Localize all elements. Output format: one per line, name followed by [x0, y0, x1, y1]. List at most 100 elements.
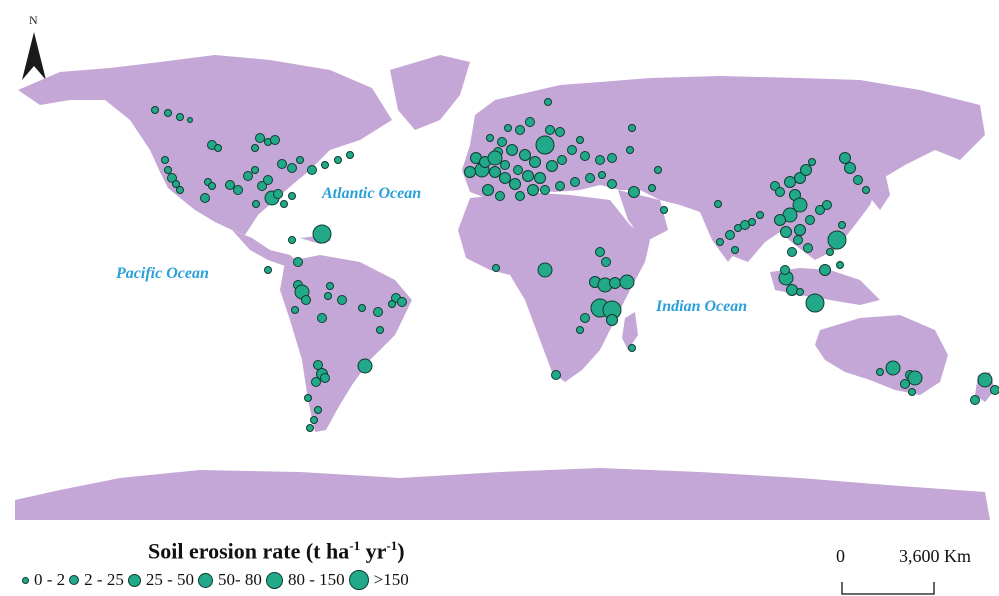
erosion-site-marker — [576, 136, 584, 144]
erosion-site-marker — [546, 160, 558, 172]
erosion-site-marker — [515, 125, 525, 135]
legend-item-0-2: 0 - 2 — [22, 570, 65, 590]
erosion-site-marker — [487, 150, 503, 166]
erosion-site-marker — [482, 184, 494, 196]
erosion-site-marker — [805, 293, 825, 313]
erosion-site-marker — [839, 152, 851, 164]
erosion-site-marker — [803, 243, 813, 253]
erosion-site-marker — [497, 137, 507, 147]
erosion-site-marker — [648, 184, 656, 192]
erosion-site-marker — [251, 144, 259, 152]
erosion-site-marker — [312, 224, 332, 244]
erosion-site-marker — [358, 304, 366, 312]
europe-asia — [462, 76, 985, 262]
erosion-site-marker — [255, 133, 265, 143]
erosion-site-marker — [264, 266, 272, 274]
erosion-site-marker — [388, 300, 396, 308]
erosion-site-marker — [513, 165, 523, 175]
legend-circle-icon — [265, 571, 283, 589]
erosion-site-marker — [862, 186, 870, 194]
erosion-site-marker — [288, 192, 296, 200]
erosion-site-marker — [900, 379, 910, 389]
erosion-site-marker — [544, 98, 552, 106]
legend-label: 50- 80 — [218, 570, 262, 589]
legend-item-50-80: 50- 80 — [198, 570, 262, 590]
erosion-site-marker — [731, 246, 739, 254]
erosion-site-marker — [555, 127, 565, 137]
erosion-site-marker — [876, 368, 884, 376]
erosion-site-marker — [187, 117, 193, 123]
central-america — [232, 230, 298, 266]
legend-title-exp2: -1 — [386, 538, 398, 553]
legend-title-mid: yr — [360, 538, 387, 564]
erosion-site-marker — [885, 360, 901, 376]
land-layer — [15, 55, 995, 520]
erosion-site-marker — [280, 200, 288, 208]
erosion-site-marker — [334, 156, 342, 164]
legend-label: 25 - 50 — [145, 570, 195, 589]
legend-item-150-plus: >150 — [348, 570, 409, 590]
legend-title-prefix: Soil erosion rate (t ha — [148, 538, 350, 564]
ocean-label-pacific: Pacific Ocean — [115, 265, 209, 282]
erosion-site-marker — [529, 156, 541, 168]
erosion-site-marker — [151, 106, 159, 114]
erosion-site-marker — [570, 177, 580, 187]
erosion-site-marker — [270, 135, 280, 145]
erosion-site-marker — [598, 171, 606, 179]
erosion-site-marker — [492, 264, 500, 272]
erosion-site-marker — [977, 372, 993, 388]
erosion-site-marker — [200, 193, 210, 203]
legend-label: 2 - 25 — [84, 570, 124, 589]
erosion-site-marker — [774, 214, 786, 226]
scale-zero-label: 0 — [836, 546, 845, 566]
erosion-site-marker — [714, 200, 722, 208]
erosion-site-marker — [815, 205, 825, 215]
erosion-site-marker — [527, 184, 539, 196]
erosion-site-marker — [585, 173, 595, 183]
erosion-site-marker — [576, 326, 584, 334]
erosion-site-marker — [306, 424, 314, 432]
erosion-site-marker — [619, 274, 635, 290]
erosion-site-marker — [786, 284, 798, 296]
erosion-site-marker — [304, 394, 312, 402]
erosion-site-marker — [990, 385, 999, 395]
erosion-site-marker — [301, 295, 311, 305]
north-america — [18, 55, 392, 235]
erosion-site-marker — [780, 265, 790, 275]
erosion-site-marker — [555, 181, 565, 191]
erosion-site-marker — [310, 416, 318, 424]
erosion-site-marker — [464, 166, 476, 178]
erosion-site-marker — [214, 144, 222, 152]
legend-item-25-50: 25 - 50 — [127, 570, 195, 590]
erosion-site-marker — [545, 125, 555, 135]
north-letter: N — [29, 13, 38, 27]
arabian-peninsula — [618, 190, 668, 242]
erosion-site-marker — [537, 262, 553, 278]
erosion-site-marker — [580, 151, 590, 161]
erosion-site-marker — [836, 261, 844, 269]
erosion-site-marker — [794, 172, 806, 184]
legend-circle-icon — [69, 575, 80, 585]
south-america — [280, 255, 412, 432]
erosion-site-marker — [176, 186, 184, 194]
erosion-site-marker — [176, 113, 184, 121]
erosion-site-marker — [397, 297, 407, 307]
erosion-site-marker — [787, 247, 797, 257]
erosion-site-marker — [225, 180, 235, 190]
africa — [458, 192, 650, 382]
erosion-site-marker — [595, 247, 605, 257]
scale-distance-label: 3,600 Km — [899, 546, 971, 566]
erosion-site-marker — [970, 395, 980, 405]
erosion-site-marker — [277, 159, 287, 169]
legend-label: >150 — [373, 570, 409, 589]
erosion-site-marker — [595, 155, 605, 165]
erosion-site-marker — [827, 230, 847, 250]
legend-circle-icon — [348, 570, 369, 590]
legend-item-80-150: 80 - 150 — [265, 570, 345, 590]
erosion-site-marker — [346, 151, 354, 159]
erosion-site-marker — [826, 248, 834, 256]
erosion-site-marker — [317, 313, 327, 323]
erosion-site-marker — [822, 200, 832, 210]
legend-circle-icon — [198, 572, 214, 588]
ocean-label-indian: Indian Ocean — [655, 298, 747, 315]
